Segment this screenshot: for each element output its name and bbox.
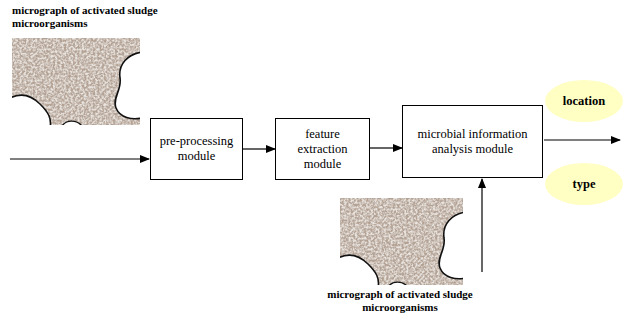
micrograph-image [12, 38, 140, 125]
output-ellipse: location [545, 80, 623, 122]
image-caption: micrograph of activated sludge microorga… [12, 4, 162, 30]
input-arrow [10, 158, 149, 159]
micrograph-image [340, 198, 463, 285]
flow-arrow [370, 147, 402, 148]
node-label: microbial information analysis module [403, 123, 542, 161]
image-caption: micrograph of activated sludge microorga… [300, 288, 500, 314]
node-label: type [567, 173, 602, 196]
flow-arrow [243, 148, 275, 149]
node-label: pre-processing module [151, 130, 242, 168]
output-ellipse: type [545, 163, 623, 205]
process-box: pre-processing module [150, 118, 243, 180]
output-arrow [544, 139, 620, 140]
input-arrow [481, 179, 482, 272]
process-box: microbial information analysis module [402, 105, 543, 178]
node-label: location [557, 90, 611, 113]
node-label: feature extraction module [276, 123, 369, 176]
process-box: feature extraction module [275, 118, 370, 180]
